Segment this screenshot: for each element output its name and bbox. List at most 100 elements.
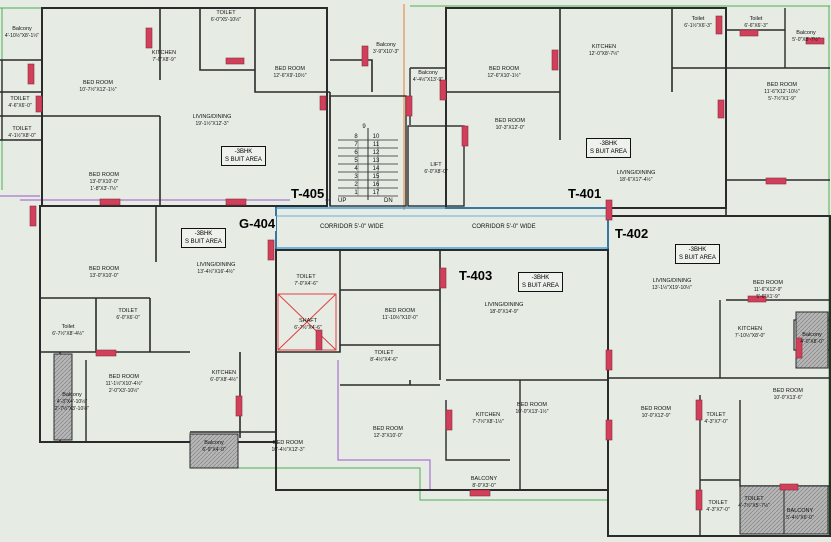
room-dimension: 13'-0"X10'-0" — [89, 179, 119, 185]
room-name: KITCHEN — [211, 370, 237, 376]
stair-number-right: 15 — [372, 174, 380, 180]
room-name: TOILET — [708, 500, 728, 506]
area-box-line1: -3BHK — [531, 275, 550, 281]
room-name: Balcony — [418, 70, 438, 76]
room-dimension: 7'-7½"X8'-1½" — [472, 419, 504, 425]
corridor-label-left: CORRIDOR 5'-0" WIDE — [320, 224, 384, 230]
room-dimension: 12'-6"X9'-10½" — [273, 73, 307, 79]
room-dimension: 1'-8"X3'-7½" — [90, 186, 118, 192]
walls — [0, 7, 831, 537]
room-name: BED ROOM — [495, 118, 525, 124]
area-box-line1: -3BHK — [599, 141, 618, 147]
stair-number-left: 3 — [354, 174, 358, 180]
room-name: BED ROOM — [385, 308, 415, 314]
room-name: Toilet — [749, 16, 763, 22]
area-box-line2: S BUIT AREA — [185, 239, 222, 245]
room-dimension: 4'-3"X7'-0" — [706, 507, 730, 513]
room-dimension: 7'-10½"X8'-0" — [734, 333, 766, 339]
room-name: LIFT — [430, 162, 442, 168]
corridor-label-right: CORRIDOR 5'-0" WIDE — [472, 224, 536, 230]
room-dimension: 11'-10½"X10'-0" — [382, 315, 418, 321]
room-name: LIVING/DINING — [484, 302, 524, 308]
area-box-line2: S BUIT AREA — [590, 149, 627, 155]
area-box-line2: S BUIT AREA — [522, 283, 559, 289]
room-name: LIVING/DINING — [652, 278, 692, 284]
room-name: Balcony — [204, 440, 224, 446]
hatched-balconies — [53, 311, 829, 535]
room-dimension: 18'-6"X17'-4½" — [619, 177, 653, 183]
room-dimension: 5'-6"X1'-9" — [756, 294, 780, 300]
room-name: LIVING/DINING — [196, 262, 236, 268]
room-dimension: 7'-0"X8'-9" — [152, 57, 176, 63]
room-dimension: 10'-0"X12'-9" — [641, 413, 671, 419]
room-name: TOILET — [374, 350, 394, 356]
room-dimension: 5'-4½"X6'-0" — [786, 515, 814, 521]
room-name: TOILET — [118, 308, 138, 314]
room-name: BED ROOM — [773, 388, 803, 394]
area-box-line1: -3BHK — [234, 149, 253, 155]
room-dimension: 13'-0"X10'-0" — [89, 273, 119, 279]
room-dimension: 11'-6"X12'-9" — [753, 287, 783, 293]
stair-number-right: 11 — [372, 142, 380, 148]
stair-number-right: 17 — [372, 190, 380, 196]
room-name: Balcony — [802, 332, 822, 338]
unit-label-t402: T-402 — [614, 226, 650, 241]
stair-number-top: 9 — [362, 124, 366, 130]
room-dimension: 4'-4½"X13'-9" — [412, 77, 444, 83]
room-name: BED ROOM — [273, 440, 303, 446]
room-name: KITCHEN — [591, 44, 617, 50]
unit-label-g404: G-404 — [238, 216, 277, 231]
room-dimension: 6'-0"X6'-0" — [116, 315, 140, 321]
stair-number-left: 7 — [354, 142, 358, 148]
area-box-t403: -3BHK S BUIT AREA — [518, 272, 563, 292]
room-name: BED ROOM — [753, 280, 783, 286]
unit-label-t403: T-403 — [458, 268, 494, 283]
room-dimension: 5'-0"X8'-7½" — [792, 37, 820, 43]
room-dimension: 3'-9"X10'-3" — [372, 49, 400, 55]
unit-label-t401: T-401 — [567, 186, 603, 201]
room-dimension: 11'-1½"X10'-4½" — [105, 381, 143, 387]
room-dimension: 2'-0"X3'-10½" — [108, 388, 140, 394]
room-name: BED ROOM — [767, 82, 797, 88]
shaft-cross — [277, 293, 337, 351]
room-dimension: 2'-7½"X3'-10½" — [54, 406, 90, 412]
room-dimension: 4'-7½"X5'-7½" — [738, 503, 770, 509]
area-box-line1: -3BHK — [194, 231, 213, 237]
area-box-t401: -3BHK S BUIT AREA — [586, 138, 631, 158]
unit-label-t405: T-405 — [290, 186, 326, 201]
room-dimension: 10'-0"X13'-6" — [773, 395, 803, 401]
room-name: KITCHEN — [737, 326, 763, 332]
stair-treads — [338, 128, 398, 200]
room-name: Balcony — [12, 26, 32, 32]
